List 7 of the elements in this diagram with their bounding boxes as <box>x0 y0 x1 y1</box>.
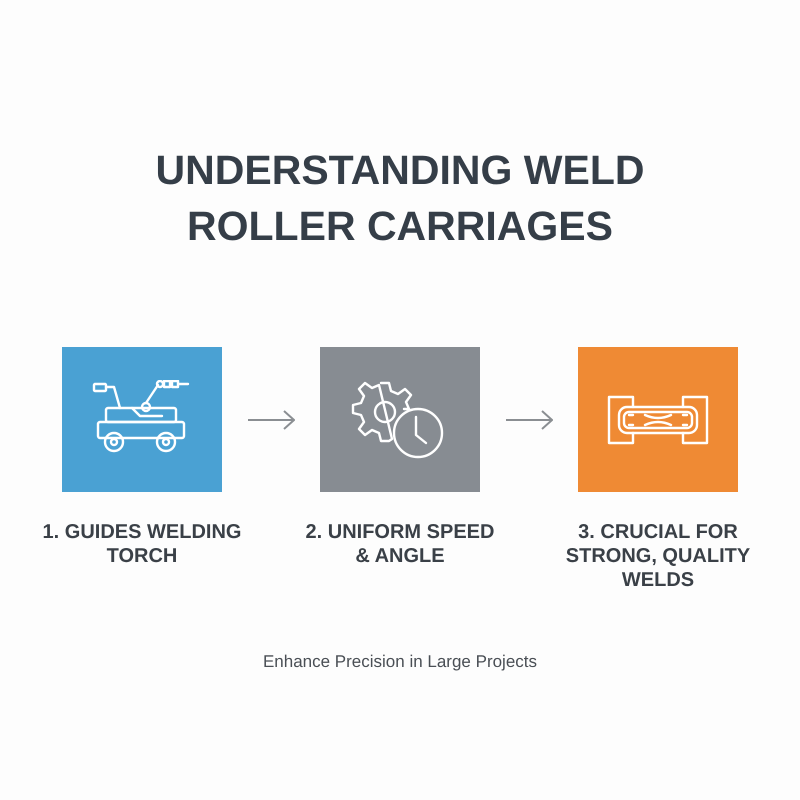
step-label: 1. GUIDES WELDING TORCH <box>42 520 242 568</box>
step-label: 2. UNIFORM SPEED & ANGLE <box>304 520 496 568</box>
step-label: 3. CRUCIAL FOR STRONG, QUALITY WELDS <box>564 520 752 592</box>
caption: Enhance Precision in Large Projects <box>262 652 538 672</box>
arrow <box>506 410 553 430</box>
title: UNDERSTANDING WELD ROLLER CARRIAGES <box>154 146 646 251</box>
arrow <box>248 410 295 430</box>
